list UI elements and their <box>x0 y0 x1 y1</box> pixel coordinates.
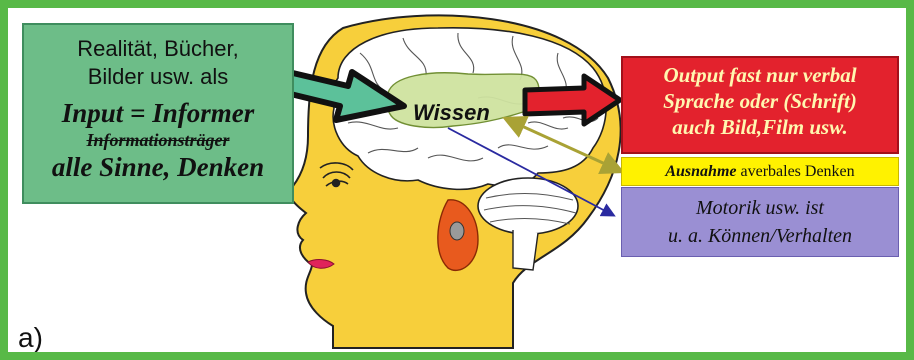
output-line-1: Output fast nur verbal <box>623 62 897 88</box>
output-box: Output fast nur verbal Sprache oder (Sch… <box>621 56 899 154</box>
motor-line-2: u. a. Können/Verhalten <box>622 222 898 250</box>
exception-rest: averbales Denken <box>736 163 854 180</box>
motor-line-1: Motorik usw. ist <box>622 194 898 222</box>
exception-box: Ausnahme averbales Denken <box>621 157 899 186</box>
motor-box: Motorik usw. ist u. a. Können/Verhalten <box>621 187 899 257</box>
input-line-1: Realität, Bücher, <box>24 35 292 63</box>
output-line-2: Sprache oder (Schrift) <box>623 88 897 114</box>
input-line-3: Input = Informer <box>24 97 292 129</box>
input-line-4: Informationsträger <box>24 129 292 151</box>
output-line-3: auch Bild,Film usw. <box>623 114 897 140</box>
input-line-2: Bilder usw. als <box>24 63 292 91</box>
exception-bold: Ausnahme <box>665 163 736 180</box>
panel-label: a) <box>18 322 43 354</box>
wissen-label: Wissen <box>413 100 490 126</box>
input-box: Realität, Bücher, Bilder usw. als Input … <box>22 23 294 204</box>
input-line-5: alle Sinne, Denken <box>24 151 292 183</box>
